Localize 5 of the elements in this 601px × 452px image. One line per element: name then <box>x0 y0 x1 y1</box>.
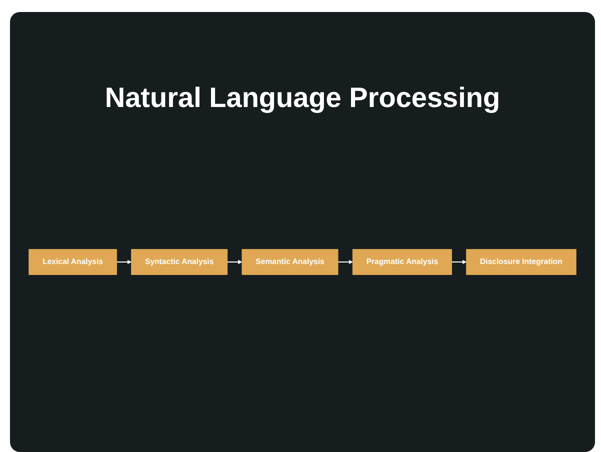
arrow <box>338 260 353 264</box>
arrow <box>226 260 242 264</box>
arrow <box>451 260 467 264</box>
diagram-title: Natural Language Processing <box>104 82 502 114</box>
arrow <box>116 260 132 264</box>
